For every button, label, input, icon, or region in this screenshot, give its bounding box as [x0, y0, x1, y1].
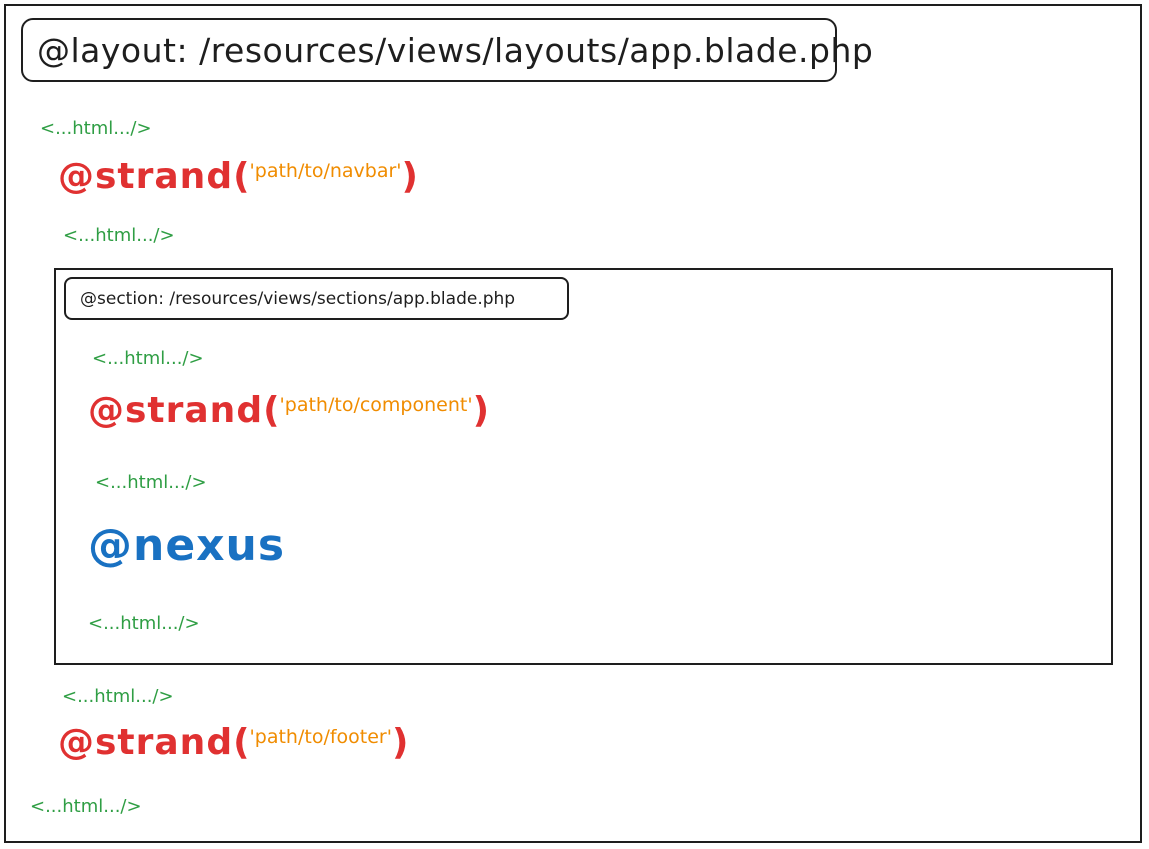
section-frame	[54, 268, 1113, 665]
layout-frame	[4, 4, 1142, 843]
close-paren: )	[391, 722, 409, 763]
html-placeholder-6: <...html.../>	[62, 686, 174, 707]
strand-component-path: 'path/to/component'	[279, 393, 473, 416]
nexus-directive: @nexus	[88, 520, 285, 571]
html-placeholder-4: <...html.../>	[95, 472, 207, 493]
strand-keyword: @strand	[58, 722, 234, 763]
close-paren: )	[472, 390, 490, 431]
open-paren: (	[263, 390, 280, 431]
nexus-keyword: @nexus	[88, 520, 286, 571]
html-placeholder-5: <...html.../>	[88, 613, 200, 634]
layout-label: @layout: /resources/views/layouts/app.bl…	[37, 30, 874, 70]
strand-navbar: @strand ( 'path/to/navbar' )	[58, 156, 418, 197]
strand-footer-path: 'path/to/footer'	[249, 725, 392, 748]
html-placeholder-1: <...html.../>	[40, 118, 152, 139]
open-paren: (	[233, 722, 250, 763]
strand-footer: @strand ( 'path/to/footer' )	[58, 722, 408, 763]
layout-label-box: @layout: /resources/views/layouts/app.bl…	[21, 18, 873, 82]
section-label-box: @section: /resources/views/sections/app.…	[64, 277, 569, 320]
strand-navbar-path: 'path/to/navbar'	[249, 159, 402, 182]
html-placeholder-7: <...html.../>	[30, 796, 142, 817]
strand-keyword: @strand	[58, 156, 234, 197]
section-label: @section: /resources/views/sections/app.…	[80, 288, 516, 309]
strand-keyword: @strand	[88, 390, 264, 431]
strand-component: @strand ( 'path/to/component' )	[88, 390, 489, 431]
close-paren: )	[401, 156, 418, 197]
html-placeholder-3: <...html.../>	[92, 348, 204, 369]
open-paren: (	[233, 156, 250, 197]
html-placeholder-2: <...html.../>	[63, 225, 175, 246]
